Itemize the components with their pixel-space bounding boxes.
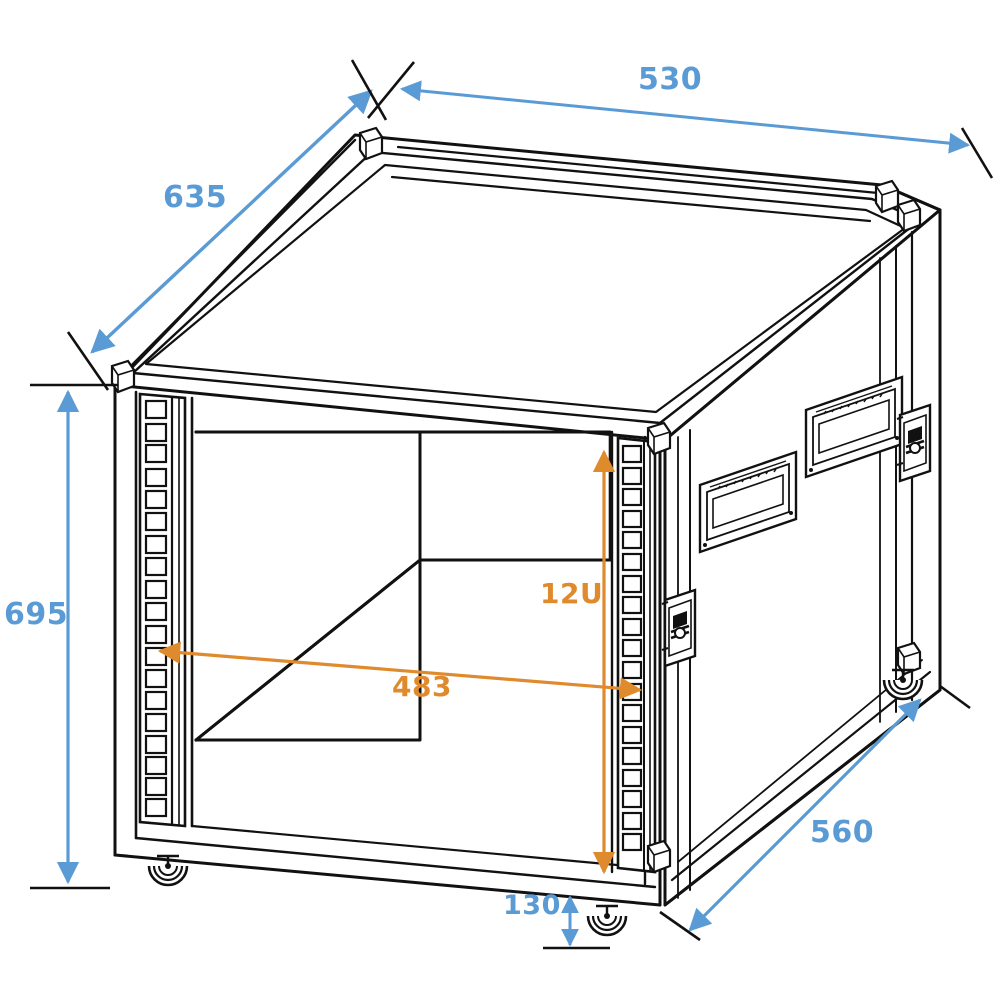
ball-corner-top-right (896, 198, 922, 233)
dimension-label-560: 560 (810, 815, 875, 850)
ball-corner-top-rear (874, 179, 900, 214)
dimension-label-695: 695 (4, 597, 69, 632)
dimension-label-130: 130 (503, 890, 561, 921)
butterfly-latch-rear (895, 403, 932, 483)
butterfly-latch-front (660, 588, 697, 668)
ball-corner-top-front-left (358, 126, 384, 161)
ball-corner-right-front-top (646, 421, 672, 456)
dimension-483 (157, 641, 643, 700)
dimension-lines-interior (157, 449, 643, 875)
witness-lines (30, 59, 994, 950)
rack-rail-right (616, 436, 657, 874)
dimension-635 (90, 89, 373, 354)
ball-corner-right-front-bottom (646, 839, 672, 874)
dimension-label-12u: 12U (540, 577, 604, 610)
dimension-label-483: 483 (392, 670, 452, 703)
dimension-lines-exterior (56, 80, 971, 947)
dimension-label-635: 635 (163, 180, 228, 215)
rack-rail-left (138, 392, 187, 828)
case-outline (113, 133, 942, 907)
caster-front-right (586, 904, 628, 937)
dimension-label-530: 530 (638, 62, 703, 97)
ball-corner-left-top (110, 359, 136, 394)
dimension-560 (688, 698, 922, 932)
dimension-530 (399, 80, 971, 154)
